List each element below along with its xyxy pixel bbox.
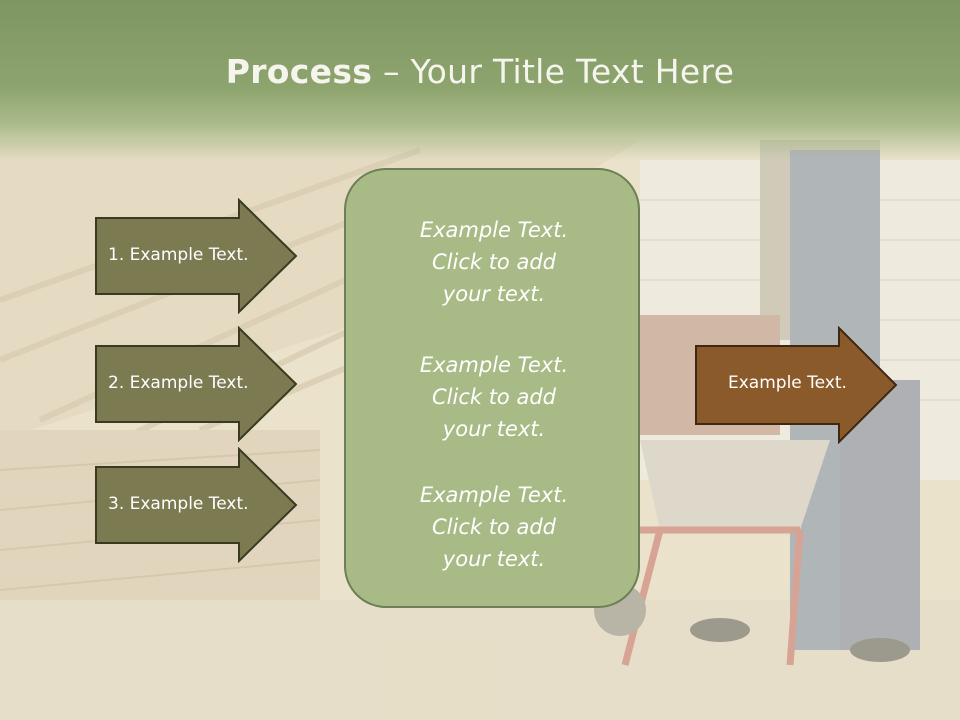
center-paragraph-3: Example Text. Click to add your text. [419, 483, 569, 571]
step-arrow-1[interactable] [94, 198, 300, 314]
center-paragraph-1: Example Text. Click to add your text. [419, 218, 569, 306]
result-arrow-label: Example Text. [728, 373, 847, 393]
step-arrow-2-label: 2. Example Text. [108, 373, 249, 393]
step-arrow-1-label: 1. Example Text. [108, 245, 249, 265]
title-rest-part: – Your Title Text Here [372, 52, 735, 91]
step-arrow-3-label: 3. Example Text. [108, 494, 249, 514]
center-paragraph-2: Example Text. Click to add your text. [419, 353, 569, 441]
title-bold-part: Process [225, 52, 373, 91]
center-text-box[interactable]: Example Text. Click to add your text. Ex… [344, 168, 640, 608]
title-band [0, 0, 960, 160]
step-arrow-2[interactable] [94, 326, 300, 442]
result-arrow[interactable] [694, 326, 900, 444]
step-arrow-3[interactable] [94, 447, 300, 563]
slide-title: Process – Your Title Text Here [0, 52, 960, 91]
